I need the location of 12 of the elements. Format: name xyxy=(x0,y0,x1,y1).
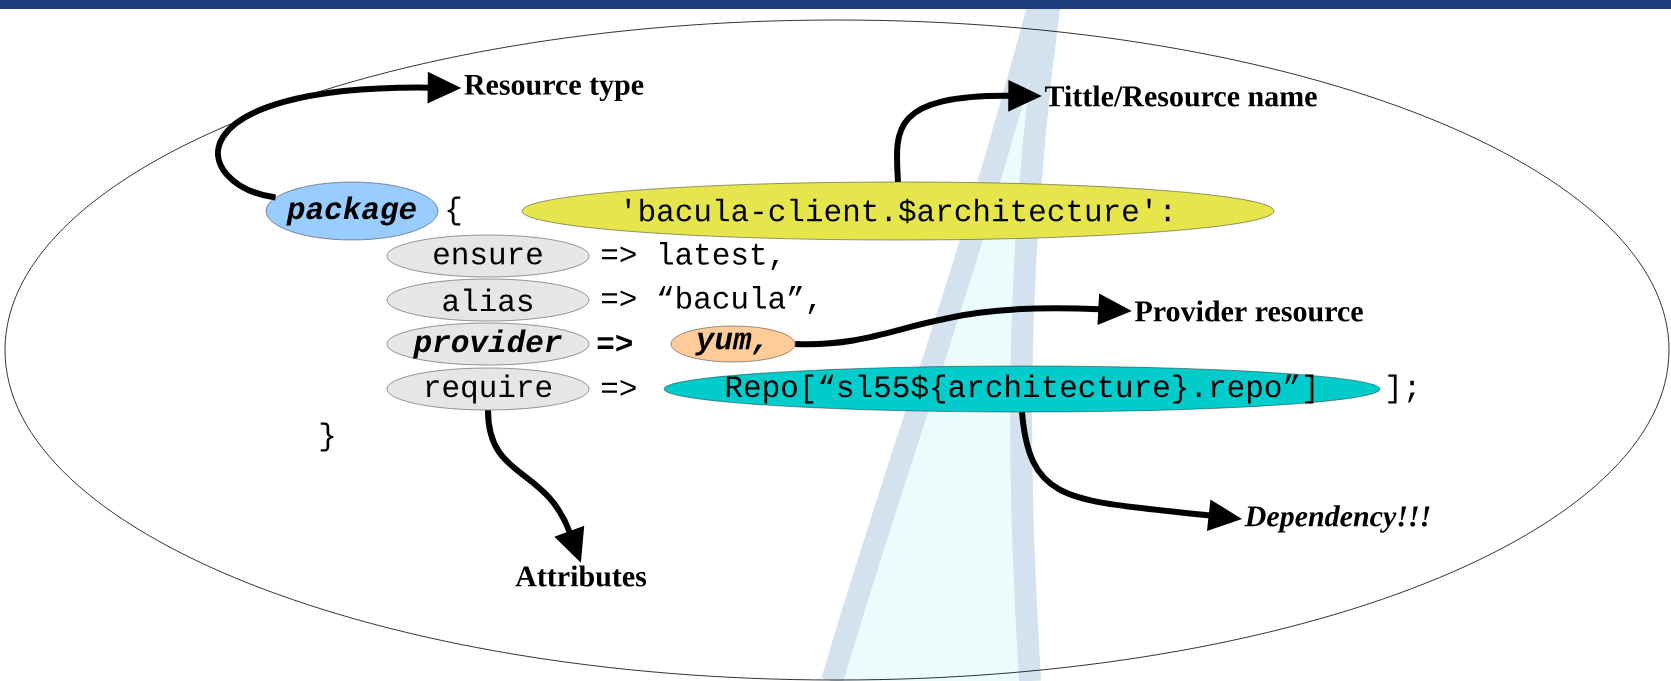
code-text: => xyxy=(597,334,632,352)
code-text: } xyxy=(320,422,334,452)
callout-text: Provider resource xyxy=(1135,300,1363,322)
code-text: => latest, xyxy=(601,242,779,270)
callout-text: Dependency!!! xyxy=(1244,505,1430,533)
code-text: { xyxy=(447,196,461,226)
outer-ellipse xyxy=(4,19,1670,681)
code-text: => xyxy=(601,379,636,396)
callout-text: Resource type xyxy=(464,74,644,102)
callout-text: Tittle/Resource name xyxy=(1045,85,1317,107)
callout-text: Attributes xyxy=(515,565,647,587)
code-text: => “bacula”, xyxy=(601,286,816,314)
